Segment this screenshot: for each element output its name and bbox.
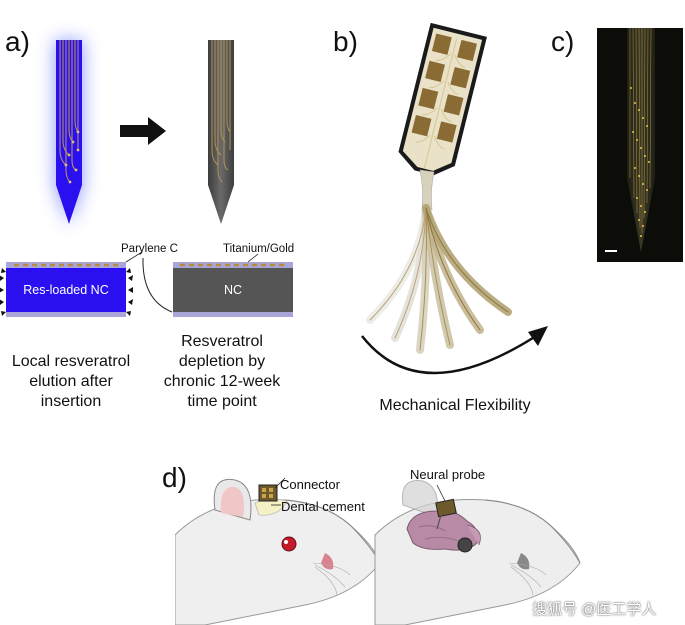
neural-probe-label: Neural probe [410, 467, 486, 482]
panel-d-rat-illustrations [175, 477, 581, 625]
flexibility-arrow [361, 334, 537, 375]
nc-label: NC [223, 283, 243, 297]
flexing-shanks [366, 204, 512, 354]
caption-local-elution: Local resveratrol elution after insertio… [2, 352, 140, 412]
parylene-label: Parylene C [121, 243, 178, 255]
rat-with-connector [175, 477, 381, 625]
resveratrol-loaded-probe [55, 40, 83, 225]
probe-neck [419, 169, 435, 211]
panel-b-flexible-probe [361, 22, 548, 375]
dental-cement-label: Dental cement [281, 499, 365, 514]
flexibility-arrow-head [528, 326, 548, 346]
caption-left-line-3: insertion [40, 393, 102, 410]
panel-label-a: a) [5, 26, 30, 57]
panel-label-d: d) [162, 462, 187, 493]
caption-left-line-1: Local resveratrol [11, 353, 131, 370]
probe-connector-paddle [398, 22, 487, 176]
watermark: 搜狐号 @医工学人 [532, 601, 657, 618]
neural-probe-chip [435, 498, 457, 518]
cross-section-res-loaded [0, 262, 133, 317]
titanium-leader-line [247, 253, 259, 263]
caption-right-line-3: chronic 12-week [163, 373, 281, 390]
micrograph-image [597, 28, 683, 262]
caption-right-line-4: time point [187, 393, 257, 410]
panel-label-b: b) [333, 26, 358, 57]
titanium-gold-label: Titanium/Gold [223, 243, 295, 255]
connector-chip [258, 484, 278, 502]
parylene-curve-line [142, 257, 173, 313]
caption-right-line-2: depletion by [178, 353, 266, 370]
cross-section-nc [173, 262, 293, 317]
parylene-leader-line [125, 251, 143, 263]
micrograph-drawing [605, 28, 655, 252]
panel-label-c: c) [551, 26, 575, 57]
caption-left-line-2: elution after [29, 373, 113, 390]
depleted-probe [208, 40, 234, 224]
transition-arrow [120, 117, 166, 145]
caption-depletion: Resveratrol depletion by chronic 12-week… [152, 332, 292, 412]
panel-a-figure [0, 40, 293, 317]
rat-with-neural-probe [374, 480, 581, 625]
caption-mechanical-flexibility: Mechanical Flexibility [379, 397, 531, 414]
connector-label: Connector [280, 477, 340, 492]
caption-right-line-1: Resveratrol [181, 333, 263, 350]
res-loaded-nc-label: Res-loaded NC [23, 283, 109, 297]
scale-bar [605, 250, 617, 252]
